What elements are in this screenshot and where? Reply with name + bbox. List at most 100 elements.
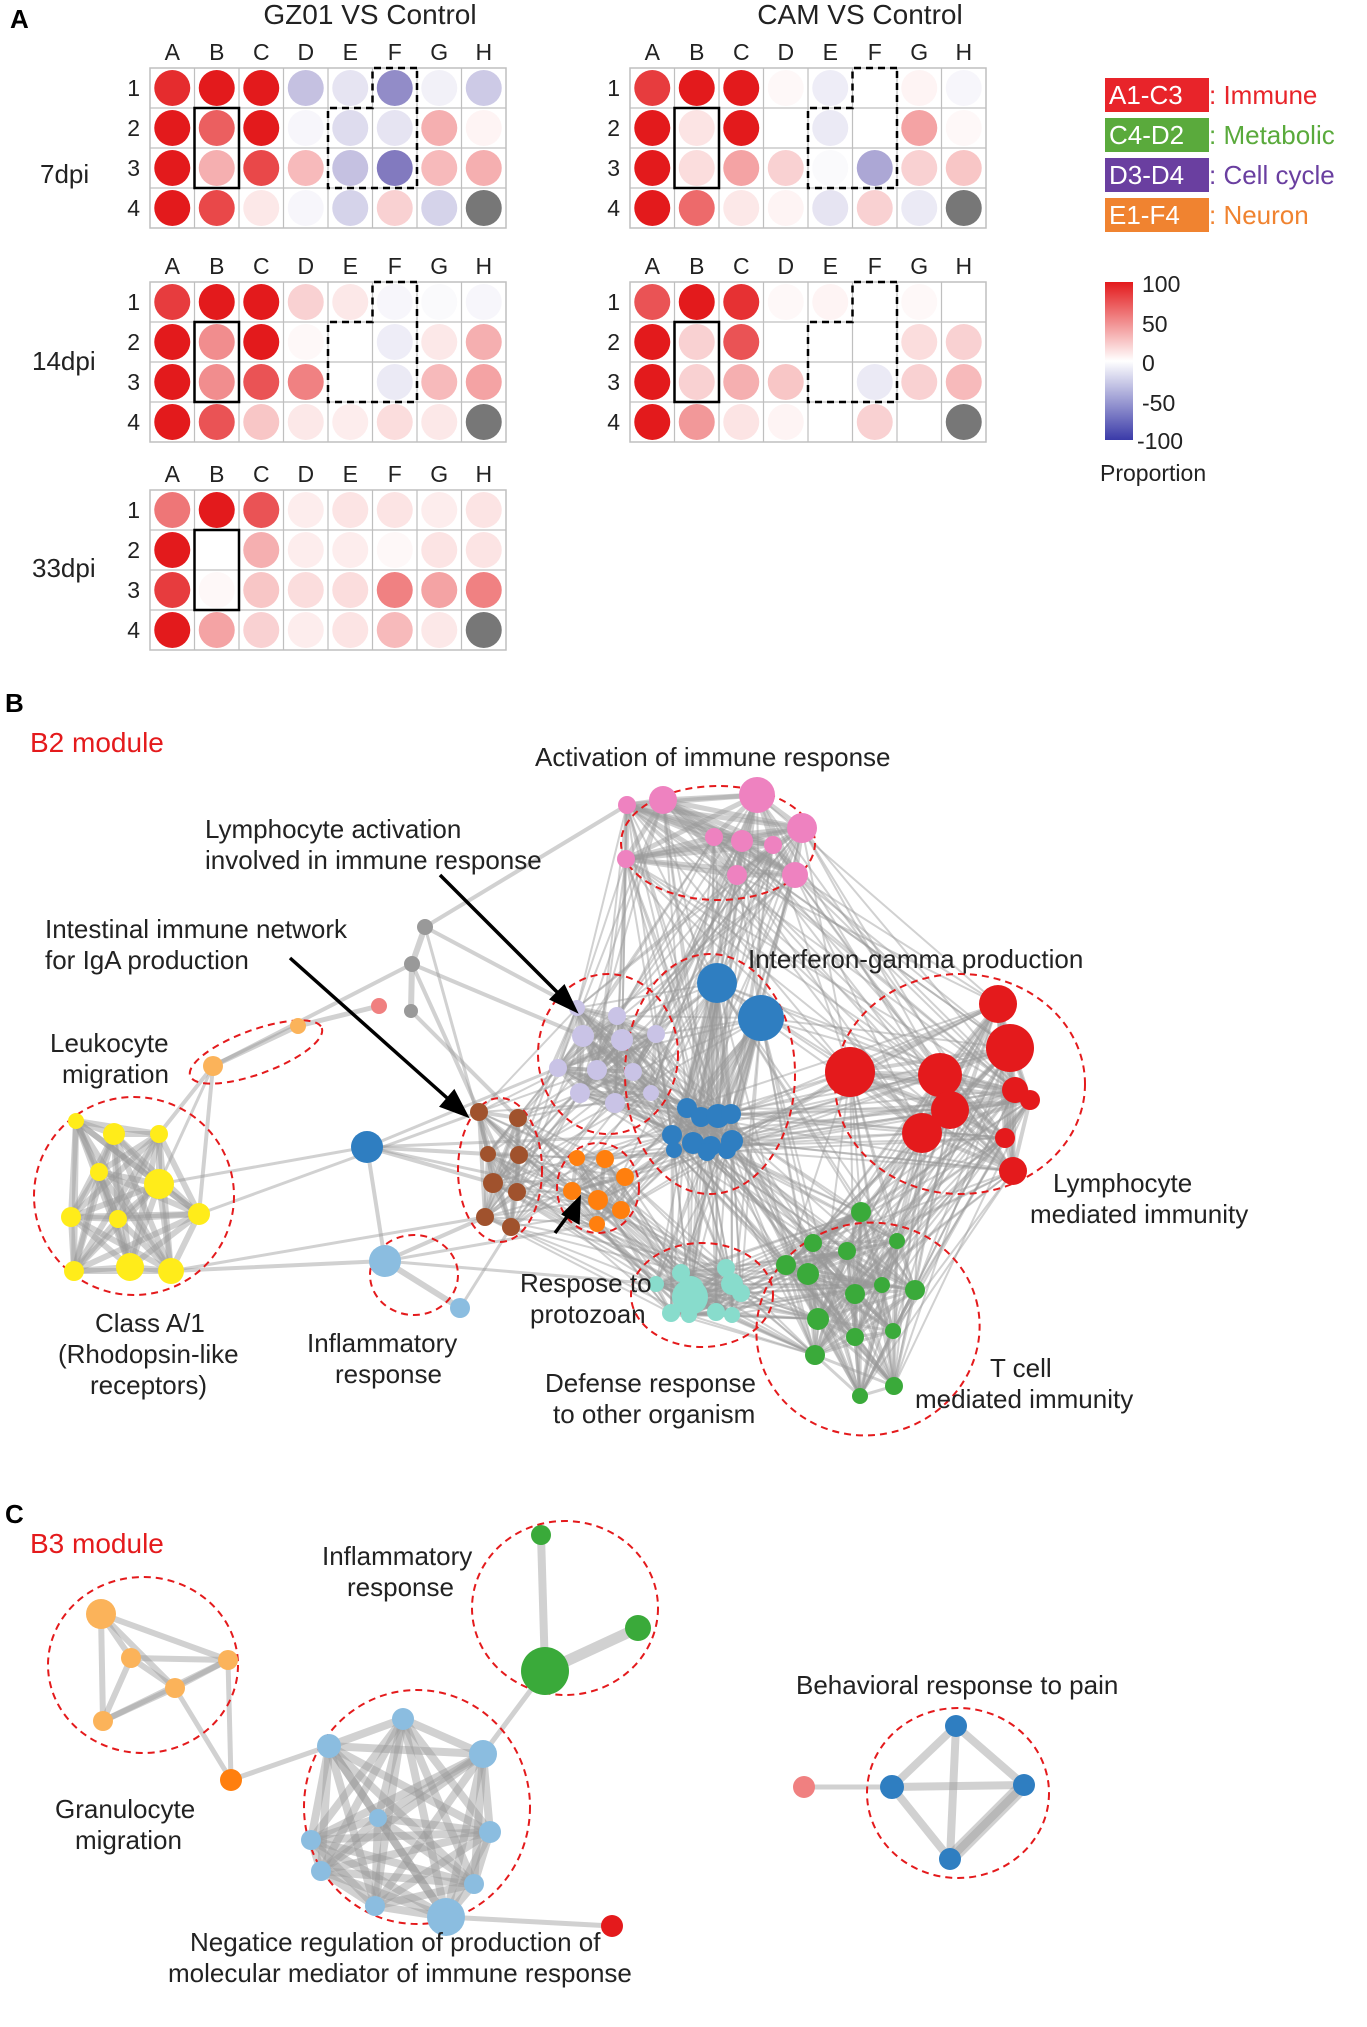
b3-edge: [325, 1742, 450, 1921]
b2-edge: [68, 1131, 162, 1220]
b2-edge: [517, 1117, 742, 1294]
b3-edge: [374, 1814, 450, 1921]
b2-edge: [785, 1047, 1011, 1266]
b2-edge: [517, 1033, 657, 1119]
b2-node: [698, 1143, 716, 1161]
heatmap-dot: [243, 284, 280, 320]
b2-edge: [893, 1109, 951, 1387]
b3-edge: [374, 1715, 407, 1822]
b2-edge: [756, 794, 1006, 1139]
heatmap-dot: [376, 284, 413, 320]
heatmap-dot: [723, 284, 760, 320]
b2-node: [290, 1018, 306, 1034]
row-label: 3: [127, 577, 140, 603]
b2-edge: [595, 1032, 658, 1072]
b2-node: [995, 1128, 1015, 1148]
b2-edge: [660, 797, 776, 848]
b2-edge: [625, 858, 733, 1142]
b2-edge: [881, 1132, 923, 1286]
b2-edge: [410, 962, 585, 1038]
b2-edge: [655, 1033, 728, 1151]
b2-edge: [811, 1239, 899, 1245]
row-label: 2: [127, 329, 140, 355]
b2-edge: [492, 1092, 652, 1184]
b2-node: [666, 1142, 682, 1158]
b2-node: [203, 1056, 223, 1076]
b2-node: [188, 1203, 210, 1225]
b2-edge: [853, 1239, 899, 1296]
b2-node: [371, 998, 387, 1014]
b2-edge: [492, 1157, 578, 1184]
b2-edge: [625, 858, 851, 1073]
b2-edge: [689, 1296, 819, 1320]
b2-edge: [596, 1223, 733, 1316]
b2-edge: [671, 1134, 787, 1266]
b2-label-intestinal-1: Intestinal immune network: [45, 914, 348, 944]
b3-node: [427, 1898, 465, 1936]
b2-edge: [625, 858, 718, 984]
column-label: B: [689, 39, 704, 65]
b3-edge: [128, 1655, 231, 1663]
b2-edge: [706, 1151, 894, 1332]
b3-node: [939, 1848, 961, 1870]
heatmap-dot: [767, 110, 804, 146]
heatmap-dot: [421, 532, 458, 568]
b2-edge: [740, 1250, 848, 1294]
b2-node: [838, 1242, 856, 1260]
heatmap-dot: [678, 404, 715, 440]
b3-node: [601, 1915, 623, 1937]
b2-edge: [596, 1069, 675, 1151]
legend-key-metabolic: C4-D2: [1109, 120, 1184, 150]
b2-node: [705, 828, 723, 846]
b3-edge: [100, 1685, 178, 1724]
heatmap-dot: [945, 110, 982, 146]
time-label-7dpi: 7dpi: [40, 159, 89, 189]
b2-edge: [660, 797, 805, 831]
b2-edge: [571, 982, 718, 1192]
heatmap-dot: [376, 572, 413, 608]
b2-label-defense-1: Defense response: [545, 1368, 756, 1398]
b2-cluster-outline: [834, 973, 1086, 1195]
heatmap-dot: [332, 110, 369, 146]
heatmap-dot: [154, 70, 191, 106]
b2-edge: [811, 1241, 862, 1398]
b2-edge: [710, 1145, 898, 1242]
b3-edge: [374, 1814, 478, 1888]
heatmap-dot: [376, 150, 413, 186]
b2-edge: [760, 1017, 1016, 1091]
b3-edge: [225, 1657, 234, 1783]
row-label: 4: [607, 195, 620, 221]
b2-node: [570, 1083, 590, 1103]
heatmap-dot: [332, 284, 369, 320]
b3-node: [1013, 1774, 1035, 1796]
b2-edge: [893, 1047, 1011, 1387]
b2-edge: [655, 1033, 688, 1109]
b2-edge: [597, 1199, 682, 1274]
column-label: A: [645, 39, 661, 65]
heatmap-dot: [812, 324, 849, 360]
b2-edge: [510, 1226, 733, 1285]
b3-node: [464, 1874, 484, 1894]
b3-node: [317, 1734, 341, 1758]
b3-edge: [317, 1750, 487, 1875]
b2-edge: [68, 1118, 79, 1220]
b2-edge: [579, 836, 715, 1094]
b2-edge: [814, 1071, 851, 1356]
b2-label-lymphocyte-mediated-1: Lymphocyte: [1053, 1168, 1192, 1198]
b2-node: [851, 1202, 871, 1222]
b2-edge: [812, 1074, 941, 1244]
heatmap-dot: [332, 572, 369, 608]
row-label: 1: [127, 75, 140, 101]
heatmap-dot: [856, 364, 893, 400]
heatmap-dot: [243, 572, 280, 608]
b2-node: [549, 1059, 567, 1077]
b2-edge: [650, 840, 743, 1094]
b2-edge: [700, 1074, 941, 1118]
b2-node: [1020, 1090, 1040, 1110]
b2-node: [483, 1173, 503, 1193]
heatmap-dot: [723, 404, 760, 440]
b3-node: [93, 1711, 113, 1731]
b2-edge: [582, 1035, 675, 1151]
b2-node: [404, 1004, 418, 1018]
b2-node: [885, 1377, 903, 1395]
